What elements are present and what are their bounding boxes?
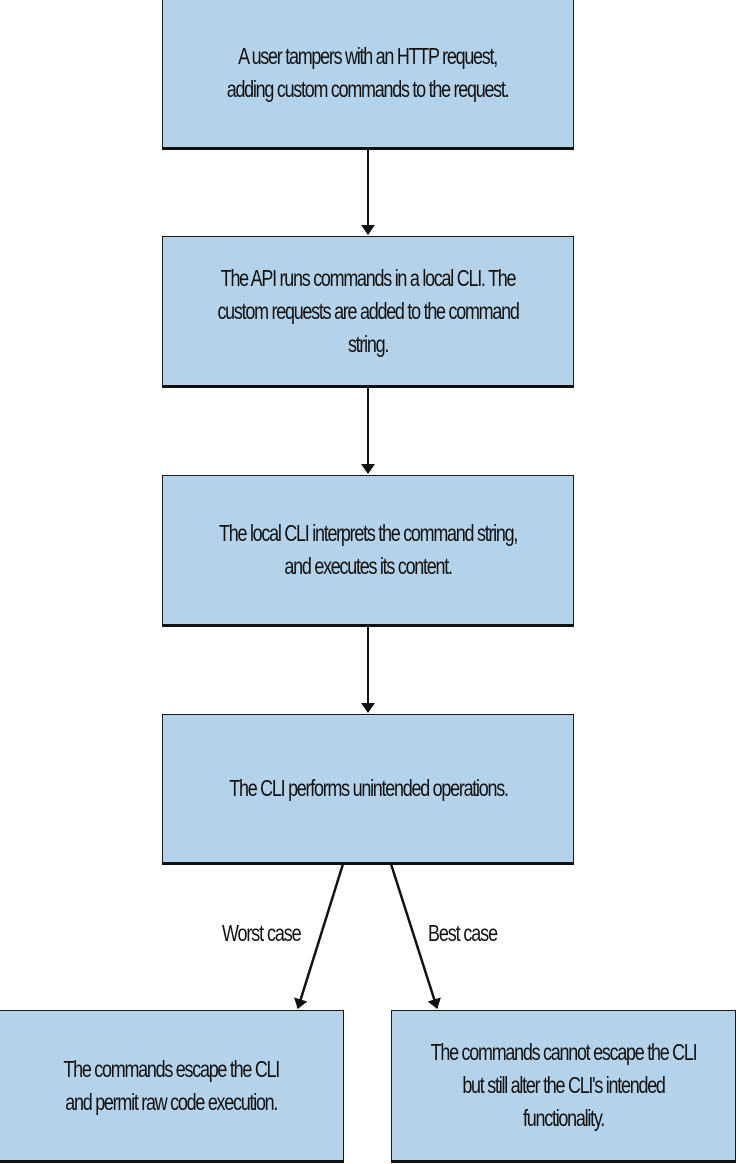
node-text: The commands escape the CLI and permit r… bbox=[63, 1055, 280, 1115]
node-cli-interprets-string: The local CLI interprets the command str… bbox=[162, 475, 574, 627]
node-cli-unintended-operations: The CLI performs unintended operations. bbox=[162, 714, 574, 865]
node-text: The commands cannot escape the CLI but s… bbox=[430, 1039, 698, 1131]
edge-label-text: Worst case bbox=[222, 920, 302, 946]
edge-label-best-case: Best case bbox=[428, 920, 516, 947]
edge-label-worst-case: Worst case bbox=[222, 920, 323, 947]
edge-label-text: Best case bbox=[428, 920, 498, 946]
node-raw-code-execution: The commands escape the CLI and permit r… bbox=[0, 1010, 344, 1163]
arrow-n4-n5-worst-case bbox=[294, 863, 345, 1009]
node-alter-functionality: The commands cannot escape the CLI but s… bbox=[391, 1010, 736, 1163]
node-user-tampers-request: A user tampers with an HTTP request, add… bbox=[162, 0, 574, 150]
node-api-runs-commands: The API runs commands in a local CLI. Th… bbox=[162, 236, 574, 388]
node-text: The local CLI interprets the command str… bbox=[218, 520, 518, 579]
arrow-n4-n6-best-case bbox=[389, 863, 441, 1009]
node-text: A user tampers with an HTTP request, add… bbox=[227, 43, 510, 102]
node-text: The CLI performs unintended operations. bbox=[228, 775, 509, 801]
node-text: The API runs commands in a local CLI. Th… bbox=[217, 264, 519, 357]
